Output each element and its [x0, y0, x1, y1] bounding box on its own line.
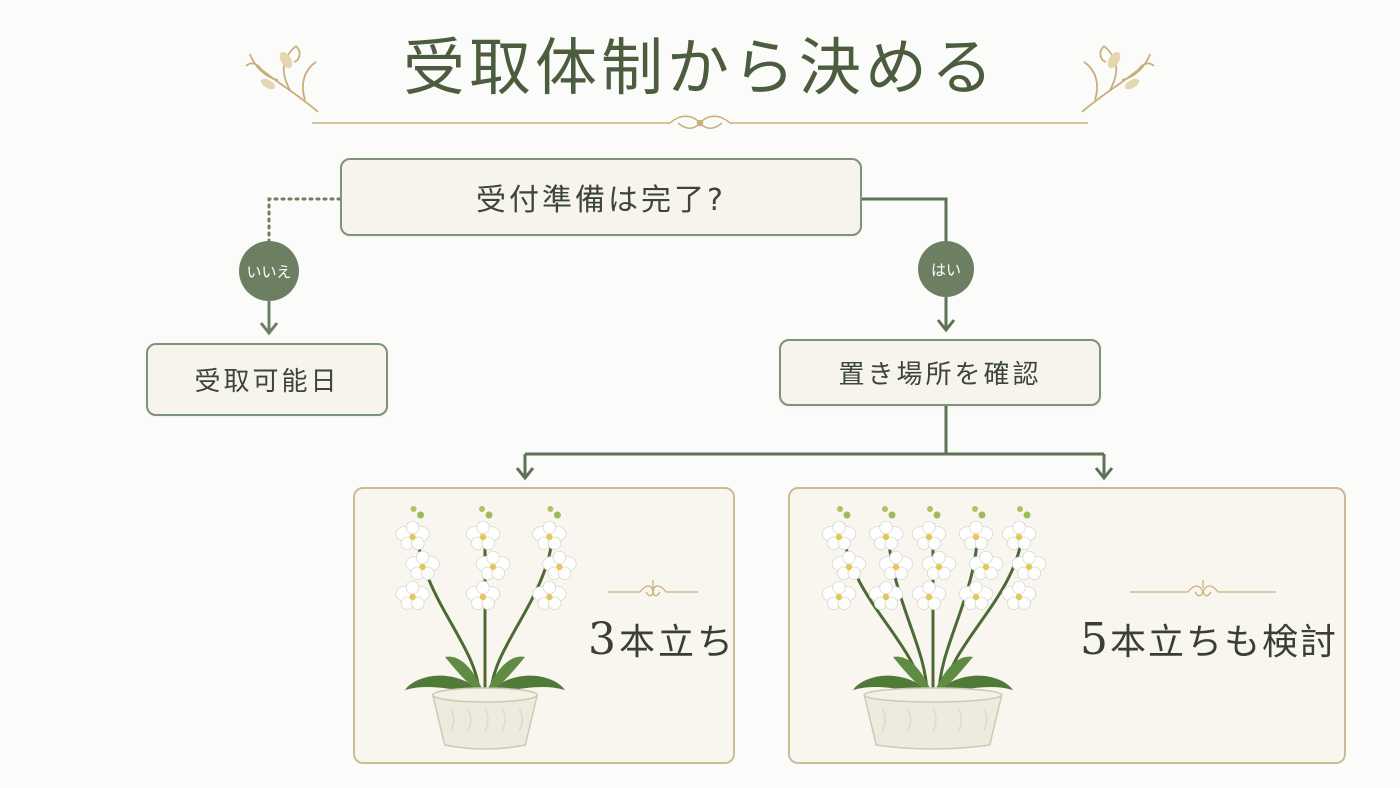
no-badge: いいえ: [239, 241, 299, 301]
divider-ornament-5: [1130, 580, 1276, 597]
yes-result-node: 置き場所を確認: [779, 339, 1101, 406]
title-underline: [312, 115, 1088, 129]
yes-branch-connector: [862, 197, 956, 333]
orchid-5-stem-illustration: [821, 506, 1047, 750]
option-label-3: 3本立ち: [588, 613, 736, 665]
page-title: 受取体制から決める: [402, 31, 997, 104]
option-text-5: 本立ちも検討: [1110, 622, 1339, 663]
question-node: 受付準備は完了?: [340, 158, 862, 236]
divider-ornament-3: [608, 580, 698, 597]
no-result-node: 受取可能日: [146, 343, 388, 416]
orchid-3-stem-illustration: [395, 506, 577, 750]
yes-badge: はい: [918, 241, 974, 297]
option-text-3: 本立ち: [619, 622, 737, 663]
no-branch-connector: [259, 197, 342, 336]
option-number-3: 3: [588, 614, 619, 665]
options-connector: [515, 406, 1114, 481]
option-number-5: 5: [1080, 614, 1110, 665]
option-label-5: 5本立ちも検討: [1080, 613, 1338, 665]
title-ornament-right: [1081, 45, 1155, 113]
title-ornament-left: [245, 45, 319, 113]
